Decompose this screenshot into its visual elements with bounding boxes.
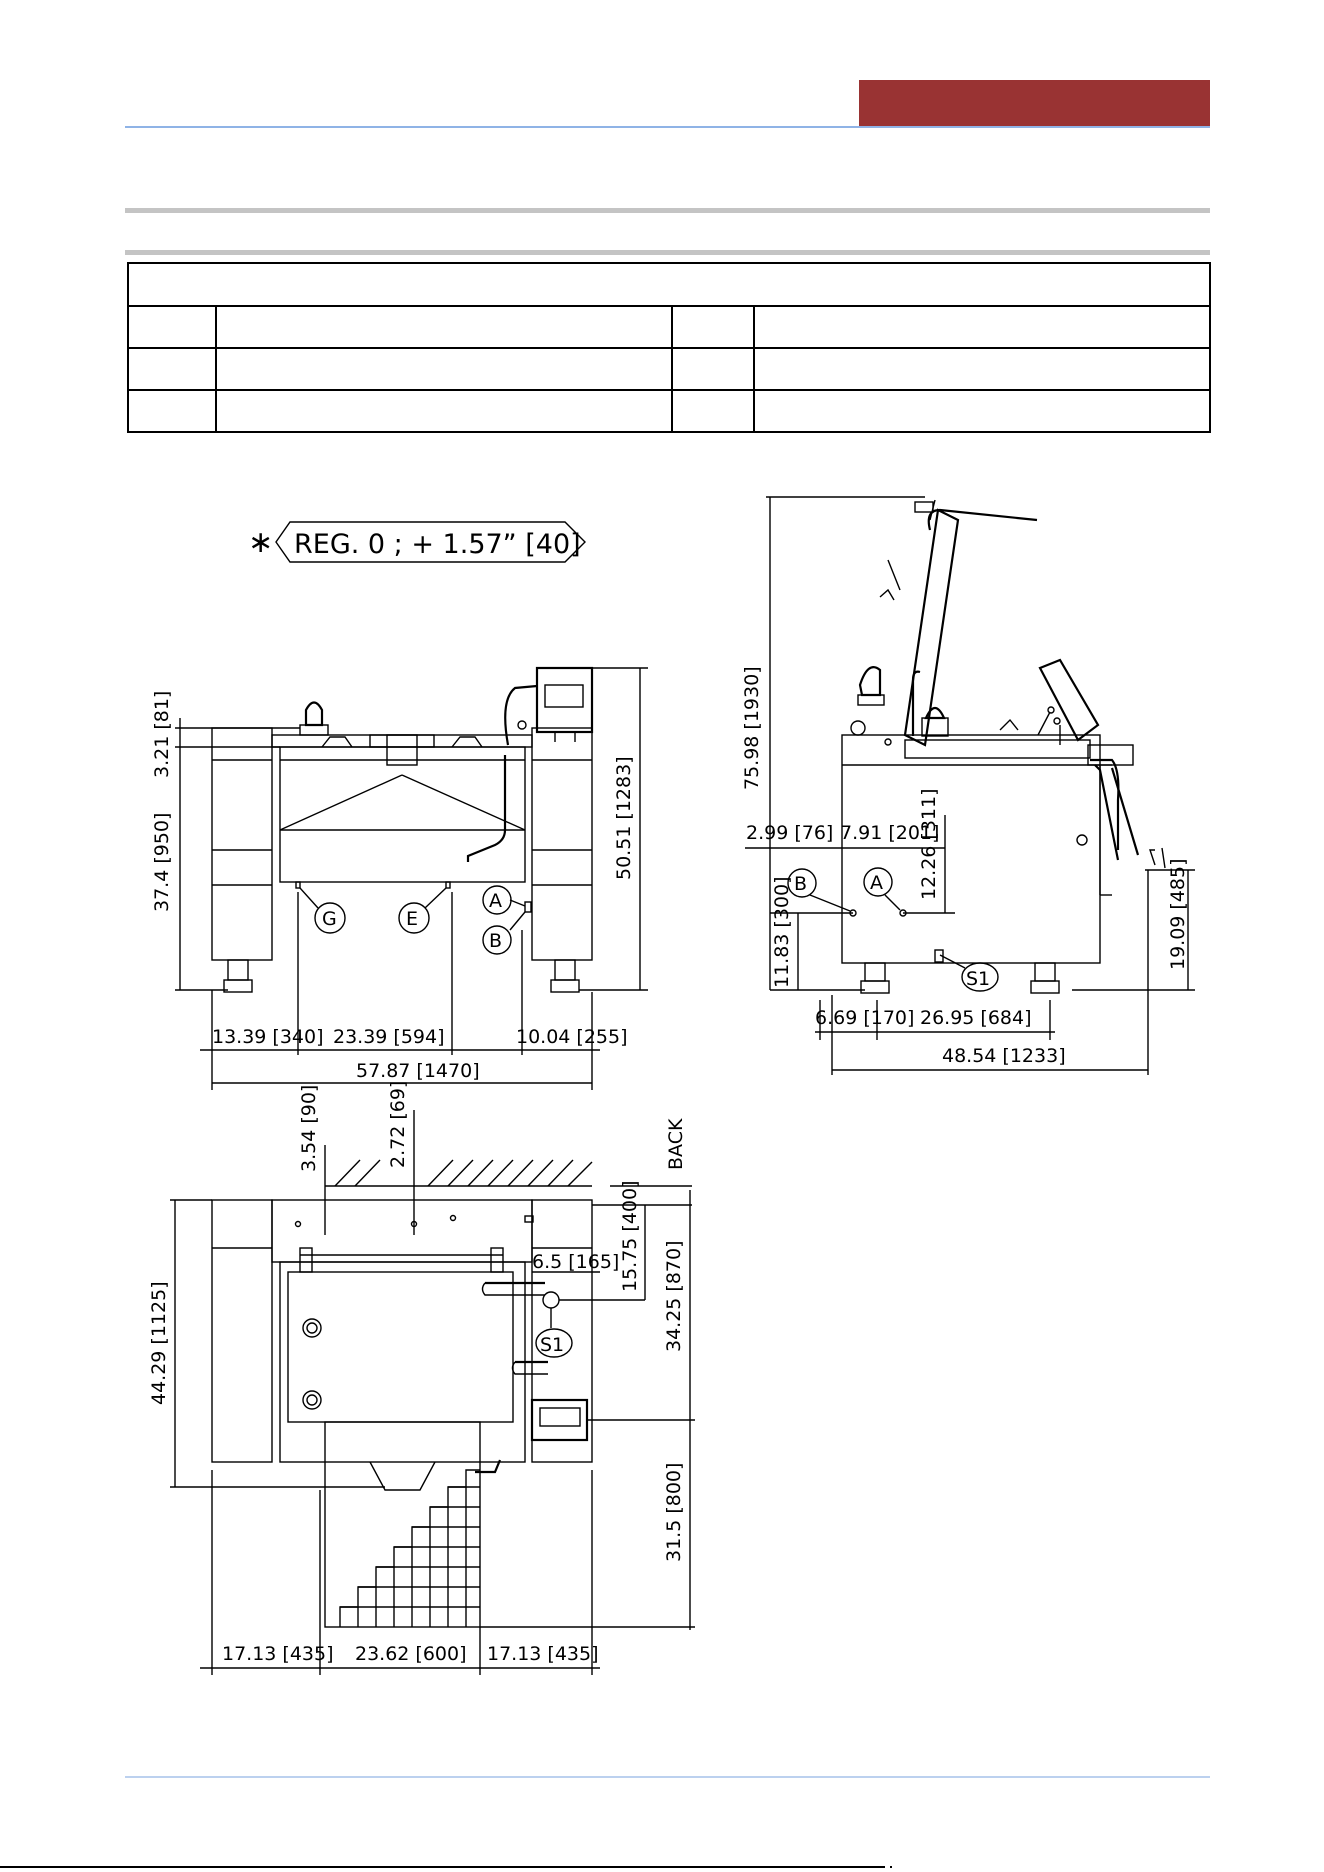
spec-cell bbox=[671, 305, 755, 349]
top-dim-34-25: 34.25 [870] bbox=[663, 1240, 685, 1352]
side-marker-a-label: A bbox=[870, 872, 883, 894]
top-dim-15-75: 15.75 [400] bbox=[619, 1180, 641, 1292]
top-marker-s1 bbox=[535, 1328, 573, 1358]
front-marker-e-label: E bbox=[406, 908, 418, 930]
front-left-cabinet bbox=[211, 727, 273, 961]
top-dim-2-72: 2.72 [69] bbox=[387, 1081, 409, 1168]
front-dim-13-39: 13.39 [340] bbox=[212, 1026, 324, 1048]
front-marker-e bbox=[398, 902, 430, 934]
top-marker-s1-label: S1 bbox=[540, 1334, 564, 1356]
side-dim-12-26: 12.26 [311] bbox=[918, 788, 940, 900]
side-foot-right bbox=[1034, 962, 1056, 982]
top-dim-31-5: 31.5 [800] bbox=[663, 1463, 685, 1562]
front-dim-57-87: 57.87 [1470] bbox=[356, 1060, 480, 1082]
footer-rule bbox=[125, 1776, 1210, 1778]
front-marker-g bbox=[314, 902, 346, 934]
front-dim-50-51: 50.51 [1283] bbox=[613, 756, 635, 880]
spec-table-row bbox=[127, 347, 1211, 391]
back-label: BACK bbox=[665, 1118, 687, 1170]
spec-cell bbox=[753, 347, 1211, 391]
side-dim-7-91: 7.91 [201] bbox=[840, 822, 939, 844]
front-dim-3-21: 3.21 [81] bbox=[151, 691, 173, 778]
front-foot-left bbox=[227, 959, 249, 981]
side-control-panel bbox=[1038, 658, 1100, 745]
top-dim-44-29: 44.29 [1125] bbox=[148, 1281, 170, 1405]
spec-cell bbox=[753, 389, 1211, 433]
spec-table-header-cell bbox=[127, 262, 1211, 307]
side-marker-a bbox=[863, 867, 893, 897]
front-kettle-body bbox=[279, 746, 526, 883]
side-top-lamp-icon bbox=[921, 706, 949, 737]
spec-cell bbox=[215, 305, 673, 349]
front-marker-a-label: A bbox=[489, 890, 502, 912]
side-view: B A S1 75.98 [1930] 2.99 [76] 7.91 [201]… bbox=[741, 496, 1195, 1075]
top-dim-17-13-right: 17.13 [435] bbox=[487, 1643, 599, 1665]
side-dim-6-69: 6.69 [170] bbox=[815, 1007, 914, 1029]
bottom-edge-dot bbox=[890, 1866, 892, 1868]
side-foot-left bbox=[864, 962, 886, 982]
section-rule-top bbox=[125, 208, 1210, 213]
note-star: ∗ bbox=[248, 525, 273, 560]
side-marker-b-label: B bbox=[794, 873, 807, 895]
spec-cell bbox=[671, 389, 755, 433]
top-dim-17-13-left: 17.13 [435] bbox=[222, 1643, 334, 1665]
front-lamp-icon bbox=[299, 701, 329, 736]
spec-table-header-row bbox=[127, 262, 1211, 307]
spec-cell bbox=[127, 305, 217, 349]
header-color-band bbox=[859, 80, 1210, 126]
front-view: G E A B 3.21 [81] 37.4 [950] 50.51 [1283… bbox=[151, 666, 648, 1090]
side-marker-b bbox=[787, 868, 817, 898]
top-left-cabinet bbox=[211, 1199, 273, 1463]
spec-table bbox=[127, 262, 1211, 433]
front-dim-10-04: 10.04 [255] bbox=[516, 1026, 628, 1048]
top-right-cabinet bbox=[531, 1199, 593, 1463]
top-view: BACK S1 bbox=[148, 1081, 695, 1675]
side-dim-75-98: 75.98 [1930] bbox=[741, 666, 763, 790]
top-kettle-lid bbox=[287, 1271, 514, 1423]
adjustment-note: ∗ REG. 0 ; + 1.57” [40] bbox=[248, 521, 586, 563]
top-dim-6-5: 6.5 [165] bbox=[532, 1251, 619, 1273]
bottom-edge-bar bbox=[0, 1866, 885, 1868]
wall-hatch bbox=[325, 1159, 692, 1187]
side-dim-48-54: 48.54 [1233] bbox=[942, 1045, 1066, 1067]
side-lamp-icon bbox=[857, 666, 885, 706]
top-dim-3-54: 3.54 [90] bbox=[298, 1085, 320, 1172]
clearance-area bbox=[324, 1421, 481, 1628]
front-foot-right bbox=[554, 959, 576, 981]
top-dim-23-62: 23.62 [600] bbox=[355, 1643, 467, 1665]
section-rule-bottom bbox=[125, 250, 1210, 255]
front-marker-b bbox=[482, 925, 512, 955]
header-rule bbox=[125, 126, 1210, 128]
front-marker-g-label: G bbox=[322, 908, 337, 930]
spec-cell bbox=[127, 389, 217, 433]
side-body bbox=[841, 734, 1101, 964]
front-marker-a bbox=[482, 885, 512, 915]
spec-cell bbox=[753, 305, 1211, 349]
top-kettle-spout bbox=[369, 1461, 436, 1491]
note-frame bbox=[275, 521, 586, 563]
side-dim-11-83: 11.83 [300] bbox=[771, 876, 793, 988]
side-marker-s1-label: S1 bbox=[966, 968, 990, 990]
side-dim-19-09: 19.09 [485] bbox=[1167, 858, 1189, 970]
side-lift-arm bbox=[879, 499, 1038, 747]
front-right-cabinet bbox=[531, 727, 593, 961]
front-supply-pipe bbox=[504, 684, 538, 746]
front-dim-23-39: 23.39 [594] bbox=[333, 1026, 445, 1048]
spec-cell bbox=[127, 347, 217, 391]
spec-cell bbox=[215, 347, 673, 391]
spec-cell bbox=[215, 389, 673, 433]
note-text: REG. 0 ; + 1.57” [40] bbox=[294, 529, 581, 560]
spec-cell bbox=[671, 347, 755, 391]
side-dim-2-99: 2.99 [76] bbox=[746, 822, 833, 844]
spec-table-row bbox=[127, 305, 1211, 349]
side-dim-26-95: 26.95 [684] bbox=[920, 1007, 1032, 1029]
front-control-panel bbox=[535, 666, 594, 742]
front-marker-b-label: B bbox=[489, 930, 502, 952]
spec-table-row bbox=[127, 389, 1211, 433]
front-dim-37-4: 37.4 [950] bbox=[151, 813, 173, 912]
side-marker-s1 bbox=[961, 962, 999, 992]
